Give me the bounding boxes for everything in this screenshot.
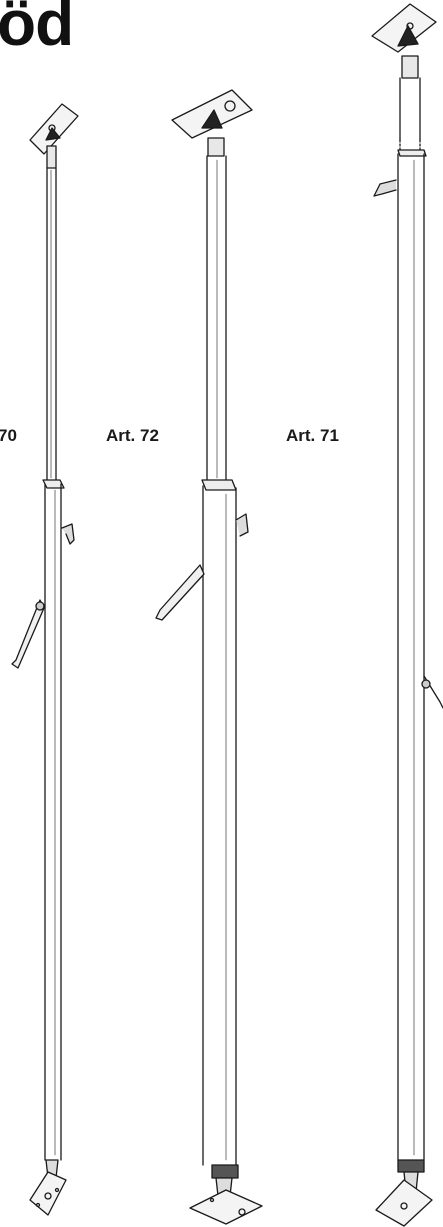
prop-art-71 (372, 4, 443, 1226)
label-art-71: Art. 71 (286, 426, 339, 445)
label-art-72: Art. 72 (106, 426, 159, 445)
label-art-70: 70 (0, 426, 17, 445)
prop-art-72 (156, 90, 262, 1224)
prop-art-70 (12, 104, 78, 1215)
page-title: öd (0, 0, 74, 59)
